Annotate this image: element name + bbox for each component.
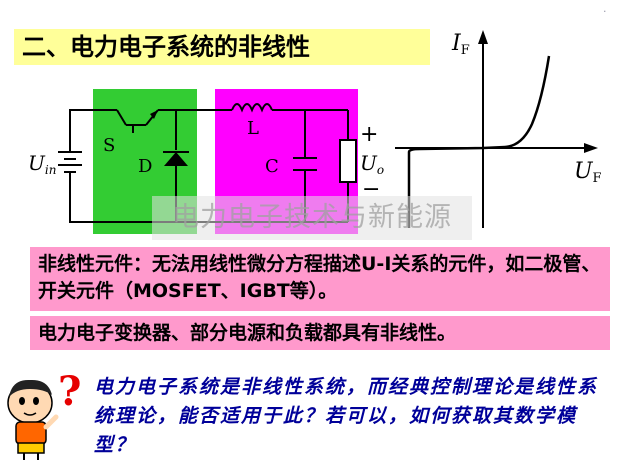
title-bar	[14, 29, 430, 65]
label-inductor: L	[247, 118, 259, 139]
converter-nonlinearity-note: 电力电子变换器、部分电源和负载都具有非线性。	[30, 316, 610, 350]
label-uo: Uo	[360, 151, 384, 177]
switch-emitter-arrow	[150, 110, 158, 119]
label-capacitor: C	[265, 156, 279, 177]
iv-characteristic	[407, 55, 551, 228]
label-uin: Uin	[28, 151, 56, 177]
watermark: 电力电子技术与新能源	[152, 196, 472, 240]
x-axis-label: UF	[574, 159, 602, 186]
x-axis-arrow	[584, 143, 598, 153]
inductor-coil	[231, 103, 273, 113]
label-diode: D	[138, 156, 152, 177]
diode-iv-curve: IF UF	[395, 30, 602, 228]
label-switch: S	[103, 135, 115, 156]
discussion-question: 电力电子系统是非线性系统，而经典控制理论是线性系统理论，能否适用于此？若可以，如…	[94, 376, 599, 456]
label-plus: +	[360, 122, 378, 147]
label-minus: −	[362, 177, 380, 202]
question-mark-icon: ?	[58, 368, 81, 415]
y-axis-arrow	[478, 30, 488, 44]
y-axis-label: IF	[451, 31, 470, 58]
slide-title: 二、电力电子系统的非线性	[22, 33, 310, 61]
switch-collector	[116, 109, 127, 126]
source-top-wire	[69, 109, 117, 152]
nonlinear-element-definition: 非线性元件：无法用线性微分方程描述U-I关系的元件，如二极管、开关元件（MOSF…	[30, 247, 610, 311]
corner-mark: .	[603, 2, 607, 15]
thinking-boy-with-question-mark-icon: ?	[7, 368, 81, 460]
diode-triangle	[164, 152, 188, 166]
